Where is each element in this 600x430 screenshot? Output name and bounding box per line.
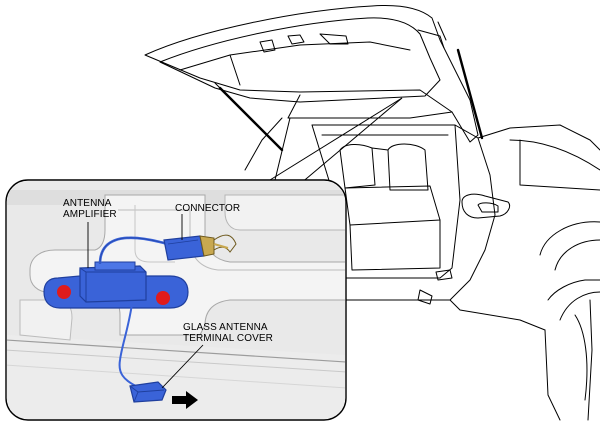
label-glass-antenna-line2: TERMINAL COVER <box>183 333 273 344</box>
label-antenna-amplifier-line2: AMPLIFIER <box>63 209 117 220</box>
detail-callout <box>5 179 347 421</box>
label-glass-antenna-line1: GLASS ANTENNA <box>183 322 268 333</box>
arrow-right-icon <box>172 391 198 409</box>
glass-antenna-terminal-cover <box>129 381 167 403</box>
label-connector: CONNECTOR <box>175 203 241 214</box>
label-leaders <box>87 214 204 389</box>
connector <box>163 234 237 261</box>
antenna-amplifier <box>79 261 147 303</box>
callout-leaders <box>269 97 403 185</box>
antenna-lead-cable <box>118 303 141 389</box>
vehicle-outline <box>144 5 600 421</box>
bolt-marker-right <box>156 291 170 305</box>
bolt-marker-left <box>57 285 71 299</box>
label-antenna-amplifier-line1: ANTENNA <box>63 198 112 209</box>
